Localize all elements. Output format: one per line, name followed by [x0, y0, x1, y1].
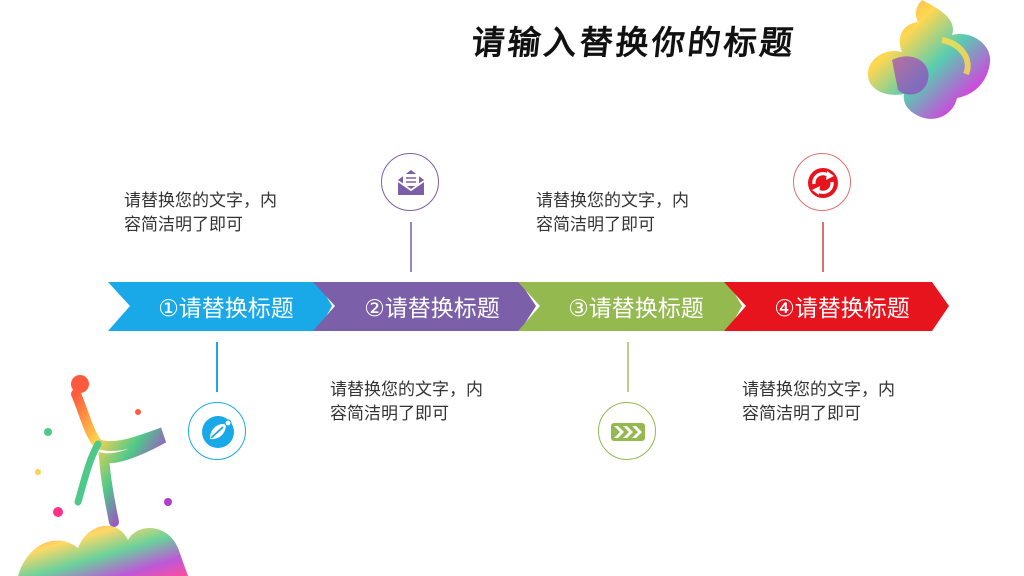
step-arrow-shape-3	[518, 282, 742, 331]
step-4-label: ④请替换标题	[774, 296, 910, 322]
leaf-icon	[188, 402, 246, 460]
connector-line-3	[627, 342, 629, 392]
ink-splash-top-right	[867, 0, 991, 119]
connector-line-1	[216, 342, 218, 392]
step-arrow-shape-1	[108, 282, 332, 331]
step-3-label: ③请替换标题	[568, 296, 704, 322]
step-4-description: 请替换您的文字，内容简洁明了即可	[742, 380, 895, 424]
splash-figure-bottom-left	[18, 375, 188, 576]
step-1-description: 请替换您的文字，内容简洁明了即可	[124, 191, 277, 235]
connector-line-2	[410, 222, 412, 272]
step-3-description: 请替换您的文字，内容简洁明了即可	[536, 191, 689, 235]
step-1-label: ①请替换标题	[158, 296, 294, 322]
refresh-icon	[793, 153, 851, 211]
step-2-description: 请替换您的文字，内容简洁明了即可	[330, 380, 483, 424]
step-arrow-shape-4	[724, 282, 949, 331]
connector-line-4	[822, 222, 824, 272]
envelope-icon	[381, 153, 439, 211]
step-2-label: ②请替换标题	[364, 296, 500, 322]
chevrons-icon	[598, 402, 656, 460]
step-arrow-shape-2	[313, 282, 536, 331]
